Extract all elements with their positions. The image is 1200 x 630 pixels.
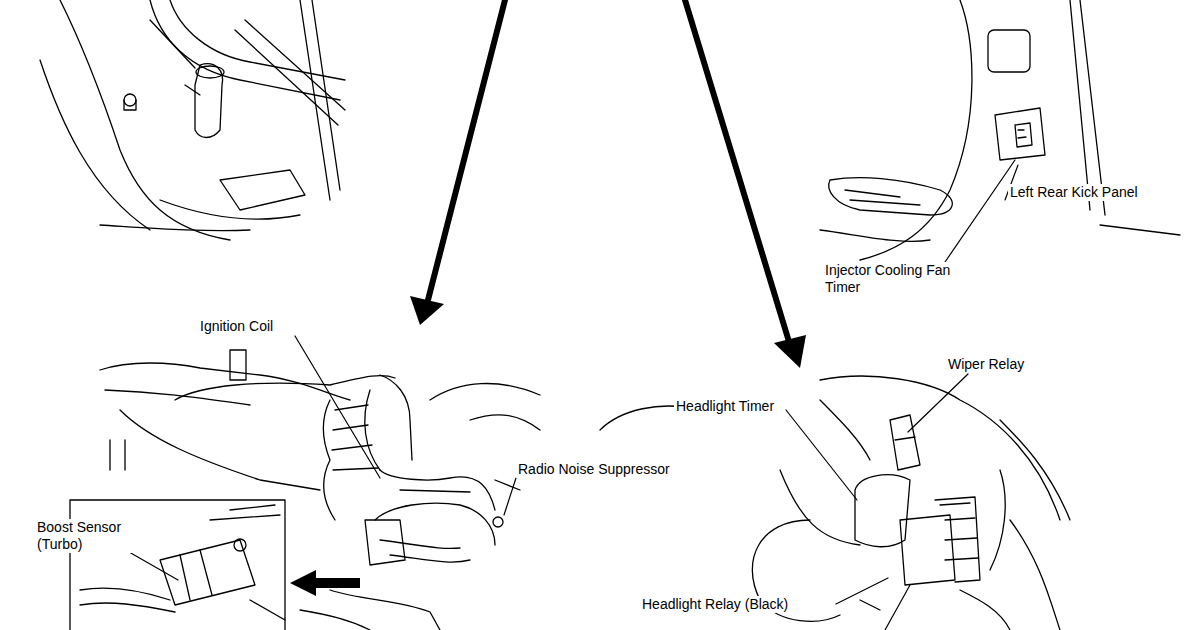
part-label: Wiper Relay (946, 356, 1026, 373)
relay-area-view (752, 376, 1070, 630)
ignition-area-view (100, 350, 700, 630)
part-label: Left Rear Kick Panel (1008, 184, 1140, 201)
part-label: Ignition Coil (198, 318, 275, 335)
part-label: Headlight Relay (Black) (640, 596, 790, 613)
arrowheads (290, 296, 806, 596)
part-label: Headlight Timer (674, 398, 776, 415)
engine-bay-view (40, 0, 345, 240)
leader-lines (122, 160, 1018, 630)
part-label: Injector Cooling Fan Timer (823, 262, 955, 296)
kick-panel-view (820, 0, 1180, 260)
part-label: Radio Noise Suppressor (516, 461, 672, 478)
part-label: Boost Sensor (Turbo) (35, 519, 139, 553)
pointer-arrows (428, 0, 790, 345)
